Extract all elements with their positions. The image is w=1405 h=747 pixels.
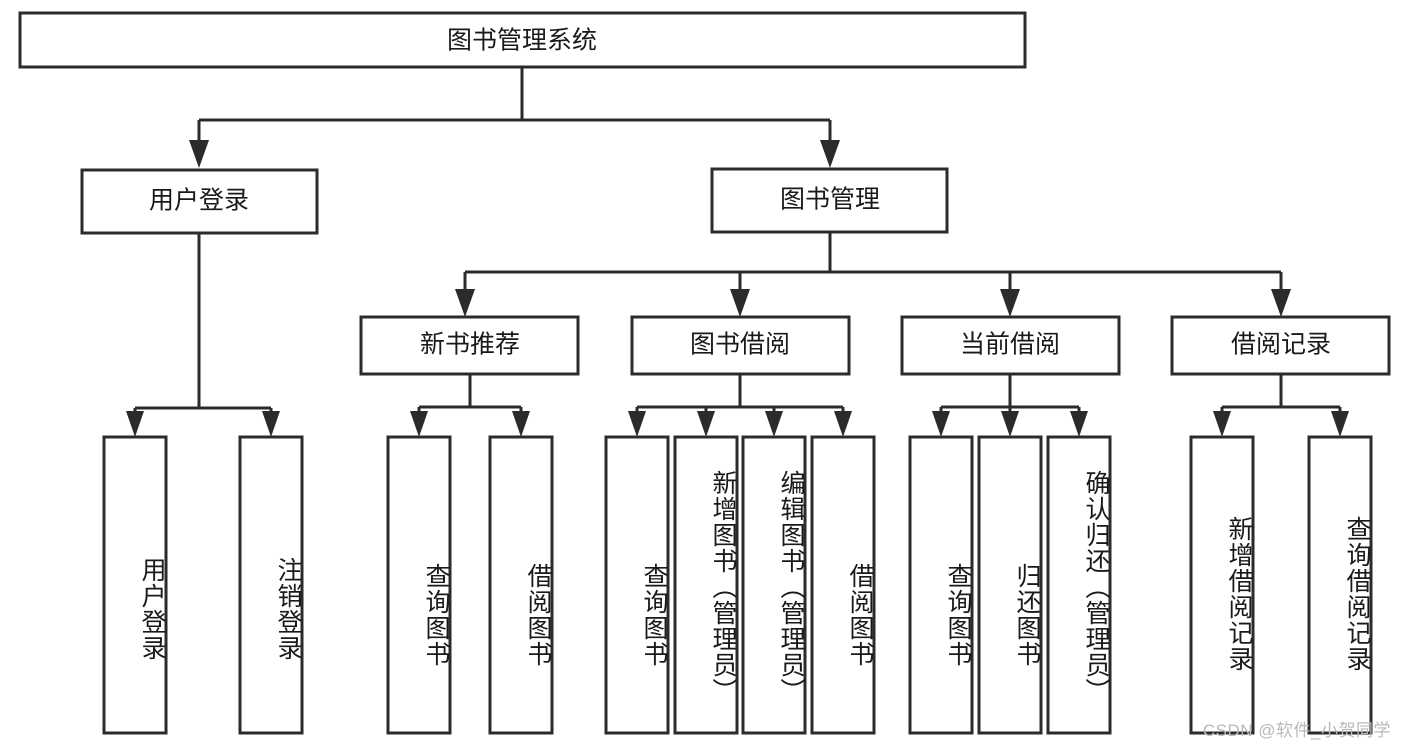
arrow-head-leaf-query-book-2 <box>628 411 646 437</box>
node-box-leaf-borrow-book-1[interactable] <box>488 435 554 735</box>
connectors <box>126 67 1349 437</box>
node-label-book-borrow: 图书借阅 <box>690 331 790 359</box>
node-box-book-manage[interactable] <box>710 167 949 234</box>
node-box-leaf-query-book-3[interactable] <box>908 435 974 735</box>
node-box-leaf-borrow-book-2[interactable] <box>810 435 876 735</box>
node-box-leaf-query-record[interactable] <box>1307 435 1373 735</box>
node-label-user-login: 用户登录 <box>149 187 249 215</box>
node-box-leaf-confirm-return[interactable] <box>1046 435 1112 735</box>
node-box-current-borrow[interactable] <box>900 315 1121 376</box>
node-label-book-manage: 图书管理 <box>780 186 880 214</box>
arrow-head-user-login <box>189 140 209 168</box>
arrow-head-leaf-user-logout <box>262 411 280 437</box>
node-box-leaf-add-record[interactable] <box>1189 435 1255 735</box>
node-box-borrow-record[interactable] <box>1170 315 1391 376</box>
arrow-head-leaf-add-book <box>697 411 715 437</box>
arrow-head-leaf-query-record <box>1331 411 1349 437</box>
arrow-head-leaf-query-book-1 <box>410 411 428 437</box>
arrow-head-leaf-confirm-return <box>1070 411 1088 437</box>
arrow-head-leaf-edit-book <box>765 411 783 437</box>
arrow-head-borrow-record <box>1271 289 1291 317</box>
arrow-head-new-book-recommend <box>455 289 475 317</box>
arrow-head-leaf-query-book-3 <box>932 411 950 437</box>
arrow-head-book-manage <box>820 140 840 168</box>
arrow-head-leaf-borrow-book-2 <box>834 411 852 437</box>
arrow-head-book-borrow <box>730 289 750 317</box>
node-box-leaf-add-book[interactable] <box>673 435 739 735</box>
node-box-new-book-recommend[interactable] <box>359 315 580 376</box>
node-box-user-login[interactable] <box>80 168 319 235</box>
node-box-leaf-query-book-2[interactable] <box>604 435 670 735</box>
node-box-leaf-user-login[interactable] <box>102 435 168 735</box>
node-boxes: 图书管理系统 用户登录 图书管理 新书推荐 图书借阅 当前借阅 借阅记录 <box>18 11 1391 735</box>
node-label-root: 图书管理系统 <box>447 27 597 55</box>
node-label-borrow-record: 借阅记录 <box>1231 331 1331 359</box>
node-box-leaf-query-book-1[interactable] <box>386 435 452 735</box>
csdn-watermark: CSDN @软件_小贺同学 <box>1202 721 1391 740</box>
arrow-head-current-borrow <box>1000 289 1020 317</box>
node-box-book-borrow[interactable] <box>630 315 851 376</box>
arrow-head-leaf-add-record <box>1213 411 1231 437</box>
arrow-head-leaf-borrow-book-1 <box>512 411 530 437</box>
node-box-leaf-edit-book[interactable] <box>741 435 807 735</box>
arrow-head-leaf-return-book <box>1001 411 1019 437</box>
node-box-leaf-user-logout[interactable] <box>238 435 304 735</box>
node-label-new-book-recommend: 新书推荐 <box>420 331 520 359</box>
node-label-current-borrow: 当前借阅 <box>960 331 1060 359</box>
node-box-leaf-return-book[interactable] <box>977 435 1043 735</box>
arrow-head-leaf-user-login <box>126 411 144 437</box>
node-box-root[interactable] <box>18 11 1027 69</box>
